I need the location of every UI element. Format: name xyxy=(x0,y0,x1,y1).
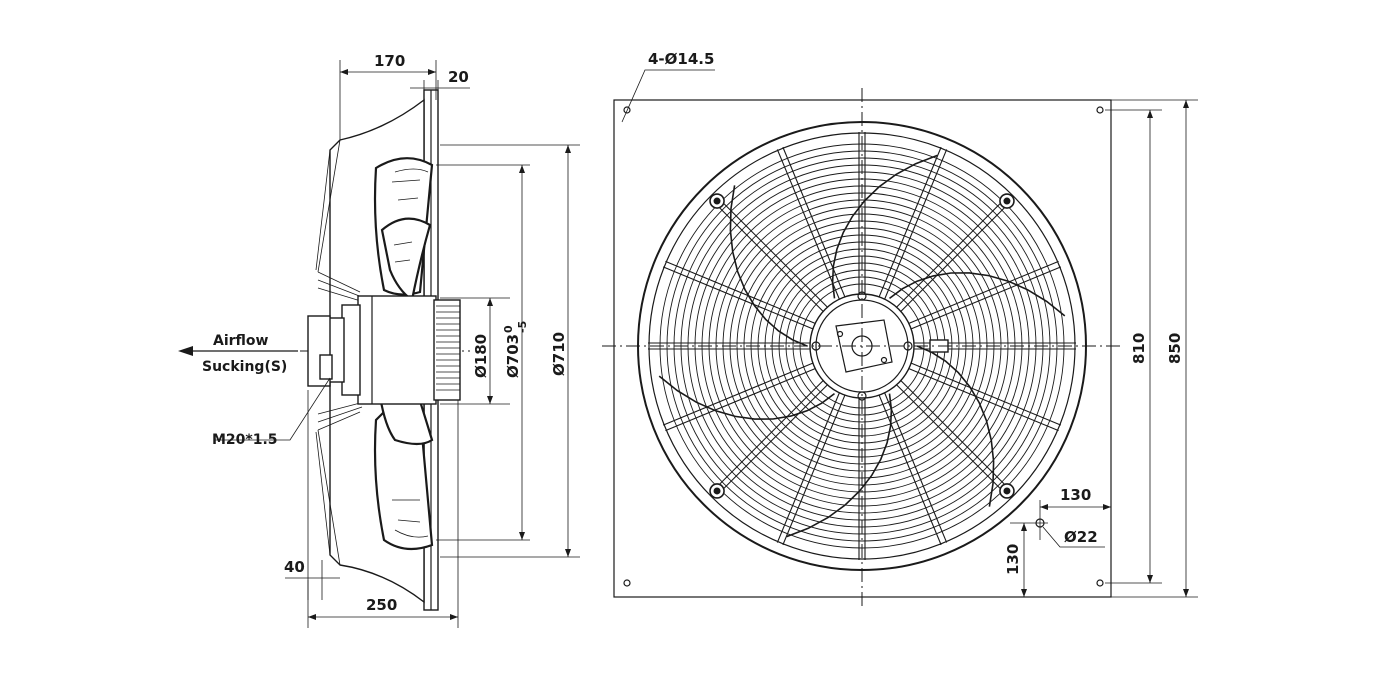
hole-tr xyxy=(1096,106,1104,114)
dim-total-depth: 250 xyxy=(307,400,459,628)
grille-spoke xyxy=(662,266,814,330)
blade-edge xyxy=(916,345,995,507)
blade-edge xyxy=(786,393,893,538)
grille-spoke xyxy=(776,149,840,300)
svg-text:170: 170 xyxy=(374,52,405,70)
grille-spoke xyxy=(665,260,816,324)
dim-plate-size: 850 xyxy=(1111,99,1198,598)
svg-text:130: 130 xyxy=(1004,544,1022,575)
grille-spoke xyxy=(665,368,816,432)
side-view: Airflow Sucking(S) M20*1.5 170 20 Ø180 xyxy=(178,52,580,628)
svg-text:850: 850 xyxy=(1166,333,1184,364)
grille-spoke xyxy=(782,146,846,298)
motor xyxy=(433,299,461,401)
blade-edge xyxy=(889,272,1066,317)
grille-spoke xyxy=(776,392,840,543)
grille-spoke xyxy=(878,394,942,546)
hole-tl xyxy=(623,106,631,114)
dim-left-offset: 40 xyxy=(284,390,340,600)
grille-spoke xyxy=(908,368,1059,432)
dim-blade: Ø703 0 -5 xyxy=(436,164,530,541)
hole-br xyxy=(1096,579,1104,587)
svg-text:20: 20 xyxy=(448,68,469,86)
grille-spoke xyxy=(884,149,948,300)
svg-text:Ø710: Ø710 xyxy=(550,332,568,376)
grille-spoke xyxy=(910,362,1062,426)
blades-front xyxy=(658,154,1066,538)
grille-spoke xyxy=(714,380,824,490)
svg-text:0: 0 xyxy=(502,325,515,333)
svg-text:40: 40 xyxy=(284,558,305,576)
grille-spoke xyxy=(900,202,1010,312)
bracket-bolt-center xyxy=(713,197,721,205)
svg-text:250: 250 xyxy=(366,596,397,614)
sucking-label: Sucking(S) xyxy=(202,359,287,375)
svg-text:810: 810 xyxy=(1130,333,1148,364)
dim-plate: 20 xyxy=(410,68,470,90)
grille-spoke xyxy=(714,202,824,312)
bracket-bolt-center xyxy=(713,487,721,495)
airflow-label: Airflow xyxy=(213,333,269,349)
grille-side xyxy=(317,271,365,431)
svg-text:-5: -5 xyxy=(516,321,529,333)
grille-spoke xyxy=(908,260,1059,324)
grille-spoke xyxy=(900,380,1010,490)
grille-spoke xyxy=(718,198,828,308)
front-view: 4-Ø14.5 810 850 130 xyxy=(602,50,1198,608)
grille-spoke xyxy=(662,362,814,426)
grille-spoke xyxy=(718,384,828,494)
blade-edge xyxy=(831,154,938,299)
hub xyxy=(357,295,437,405)
thread-label: M20*1.5 xyxy=(212,432,278,448)
drain-label: Ø22 xyxy=(1064,528,1098,546)
blade-edge xyxy=(729,185,808,347)
airflow-arrow xyxy=(178,346,298,356)
svg-text:130: 130 xyxy=(1060,486,1091,504)
svg-text:Ø180: Ø180 xyxy=(472,334,490,378)
grille-spoke xyxy=(896,198,1006,308)
grille-spokes xyxy=(648,132,1076,560)
grille-wire xyxy=(666,150,1058,542)
bracket-bolt-center xyxy=(1003,487,1011,495)
dim-hole-span: 810 xyxy=(1105,109,1162,584)
dim-ring: Ø710 xyxy=(440,144,580,558)
grille-spoke xyxy=(896,384,1006,494)
svg-text:Ø703: Ø703 xyxy=(504,334,522,378)
hole-bl xyxy=(623,579,631,587)
dim-depth-top: 170 xyxy=(339,52,437,140)
holes-label: 4-Ø14.5 xyxy=(648,50,714,68)
bracket-bolt-center xyxy=(1003,197,1011,205)
grille-spoke xyxy=(884,392,948,543)
grille-spoke xyxy=(878,146,942,298)
dim-vert-offset: 130 xyxy=(1004,522,1048,597)
dim-horiz-offset: 130 xyxy=(1039,486,1111,540)
blade-edge xyxy=(658,375,835,420)
grille-spoke xyxy=(910,266,1062,330)
dim-hub: Ø180 xyxy=(440,297,510,405)
grille-spoke xyxy=(782,394,846,546)
